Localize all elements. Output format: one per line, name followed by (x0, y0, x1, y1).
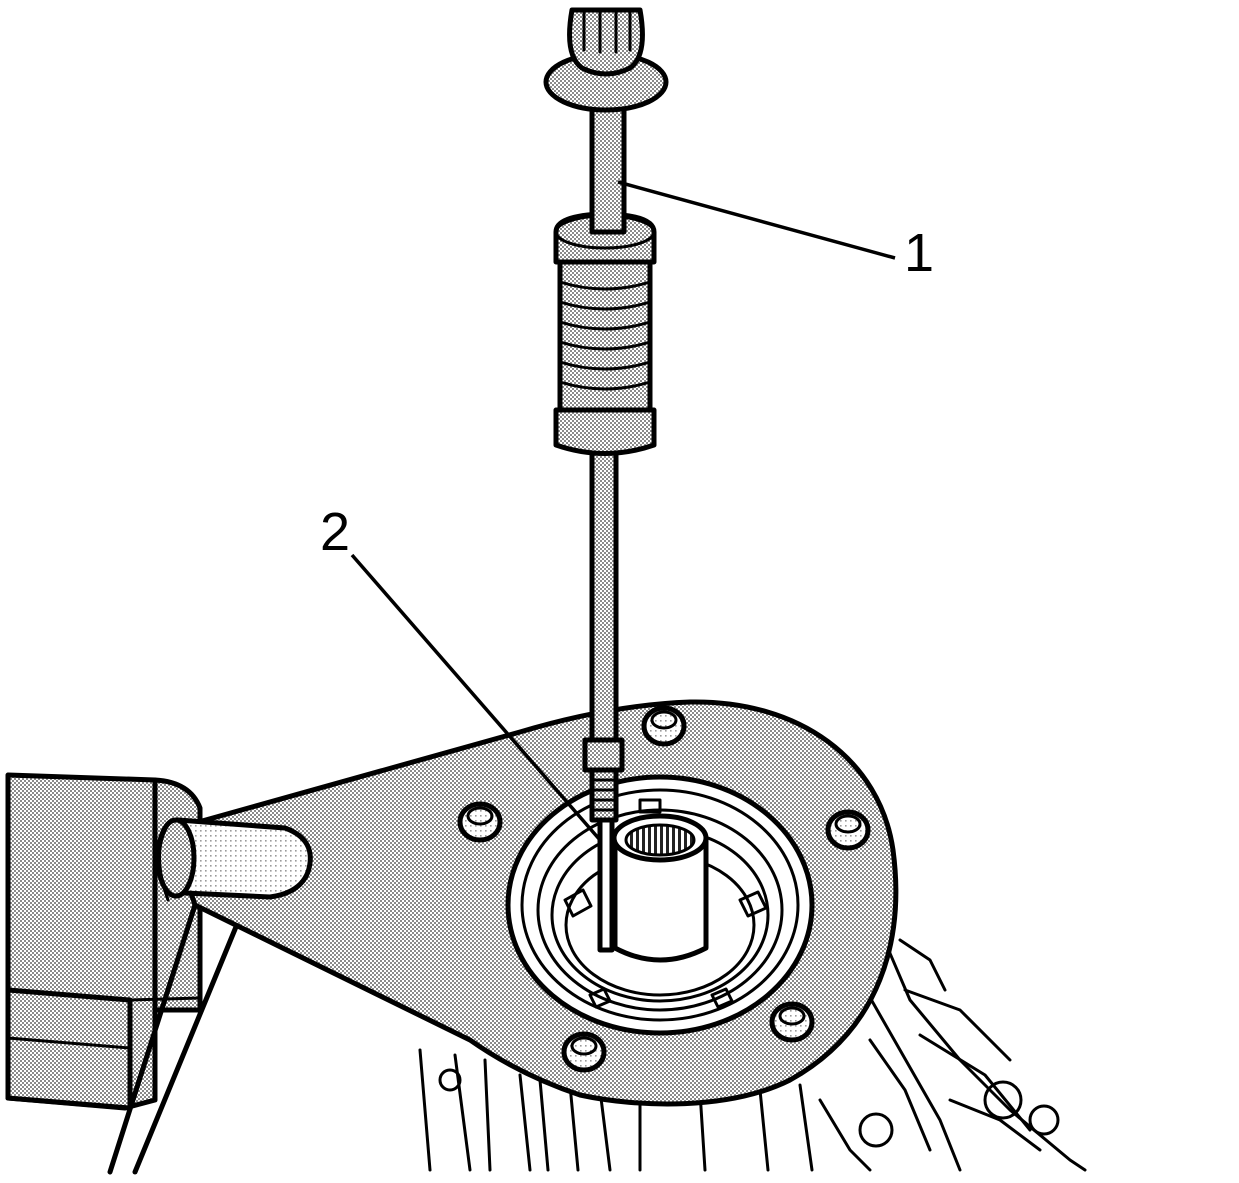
callout-lines (350, 180, 896, 842)
flange-bolts (457, 705, 871, 1073)
callout-label-2: 2 (320, 502, 351, 562)
bolt-bottom-left (561, 1031, 607, 1073)
bolt-lower-right (769, 1001, 815, 1043)
bolt-right (825, 809, 871, 851)
bolt-top (641, 705, 687, 747)
transmission-case (418, 928, 1087, 1172)
stand-rods (107, 902, 248, 1175)
bolt-left (457, 801, 503, 843)
callout-label-1: 1 (904, 223, 935, 283)
bore-assembly (505, 774, 815, 1036)
callout-line-2 (350, 553, 602, 842)
callout-line-1 (617, 180, 896, 260)
slide-hammer (543, 7, 669, 953)
